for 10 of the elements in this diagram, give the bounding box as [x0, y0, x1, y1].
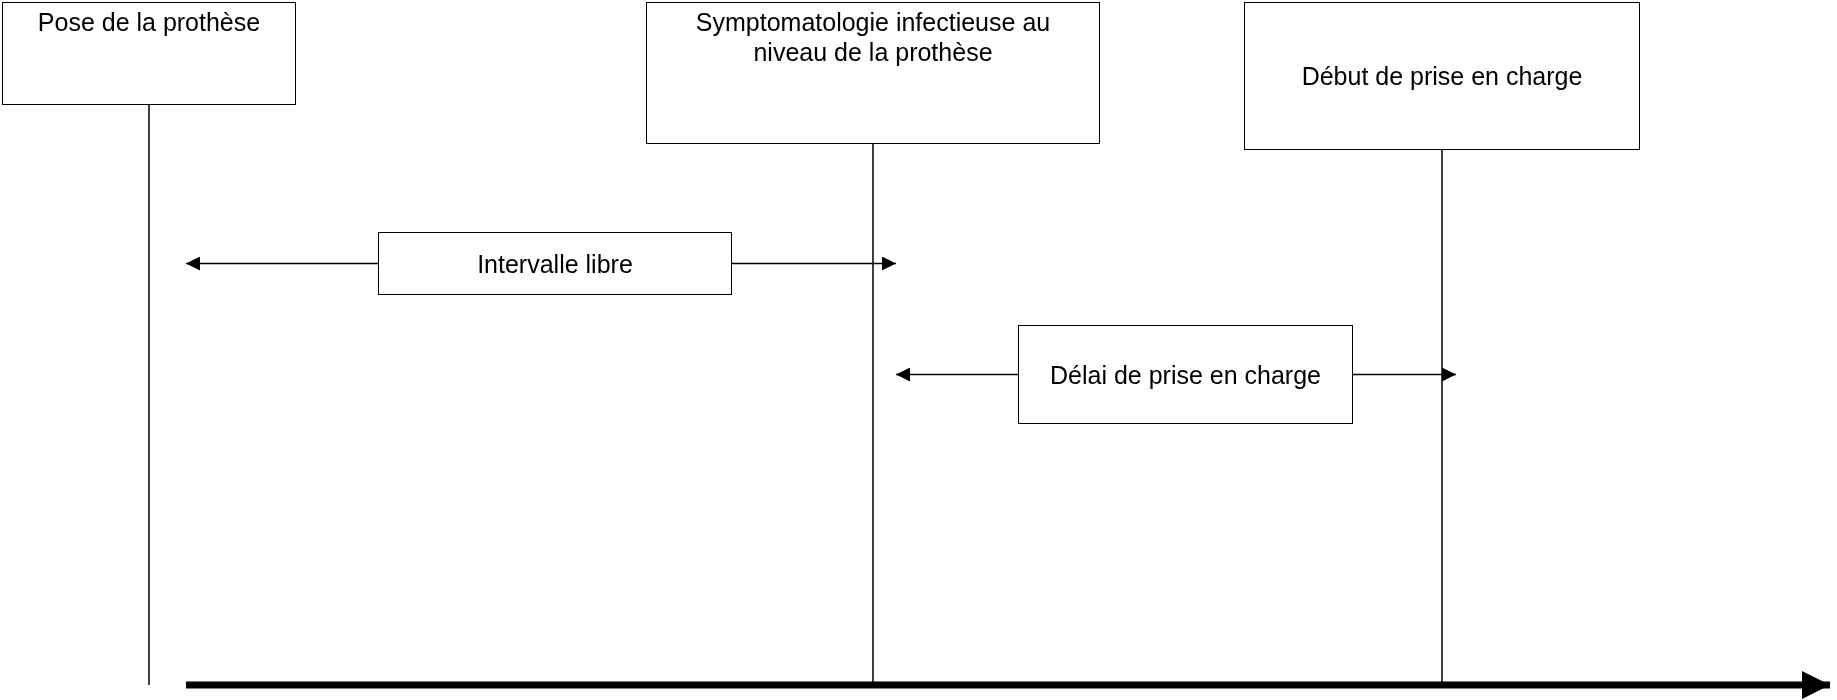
interval-label-box: Délai de prise en charge	[1018, 325, 1353, 424]
interval-label-box: Intervalle libre	[378, 232, 732, 295]
event-box: Pose de la prothèse	[2, 2, 296, 105]
arrow	[895, 367, 1019, 382]
arrow	[185, 256, 379, 271]
arrow	[1352, 367, 1457, 382]
event-box: Début de prise en charge	[1244, 2, 1640, 150]
connector-line	[148, 104, 150, 686]
arrow	[731, 256, 897, 271]
event-box: Symptomatologie infectieuse au niveau de la prothèse	[646, 2, 1100, 144]
